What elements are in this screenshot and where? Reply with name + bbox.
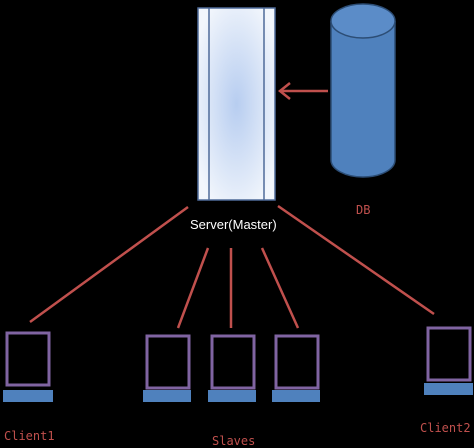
client1-monitor-icon bbox=[3, 331, 53, 402]
client1-label: Client1 bbox=[4, 429, 55, 443]
server-rack-icon bbox=[197, 7, 276, 201]
db-to-server-arrow bbox=[277, 82, 328, 100]
line-to-client2 bbox=[277, 204, 435, 316]
database-cylinder-icon bbox=[330, 3, 396, 178]
slave-2-monitor-icon bbox=[208, 334, 256, 402]
line-to-client1 bbox=[29, 205, 189, 324]
connector-lines bbox=[29, 204, 435, 329]
line-to-slave-3 bbox=[260, 247, 300, 329]
line-to-slave-1 bbox=[176, 247, 210, 329]
slaves-label: Slaves bbox=[212, 434, 255, 448]
db-label: DB bbox=[356, 203, 370, 217]
slave-3-monitor-icon bbox=[272, 334, 320, 402]
server-label: Server(Master) bbox=[190, 217, 277, 232]
client2-label: Client2 bbox=[420, 421, 471, 435]
client2-monitor-icon bbox=[424, 326, 473, 395]
slave-1-monitor-icon bbox=[143, 334, 191, 402]
